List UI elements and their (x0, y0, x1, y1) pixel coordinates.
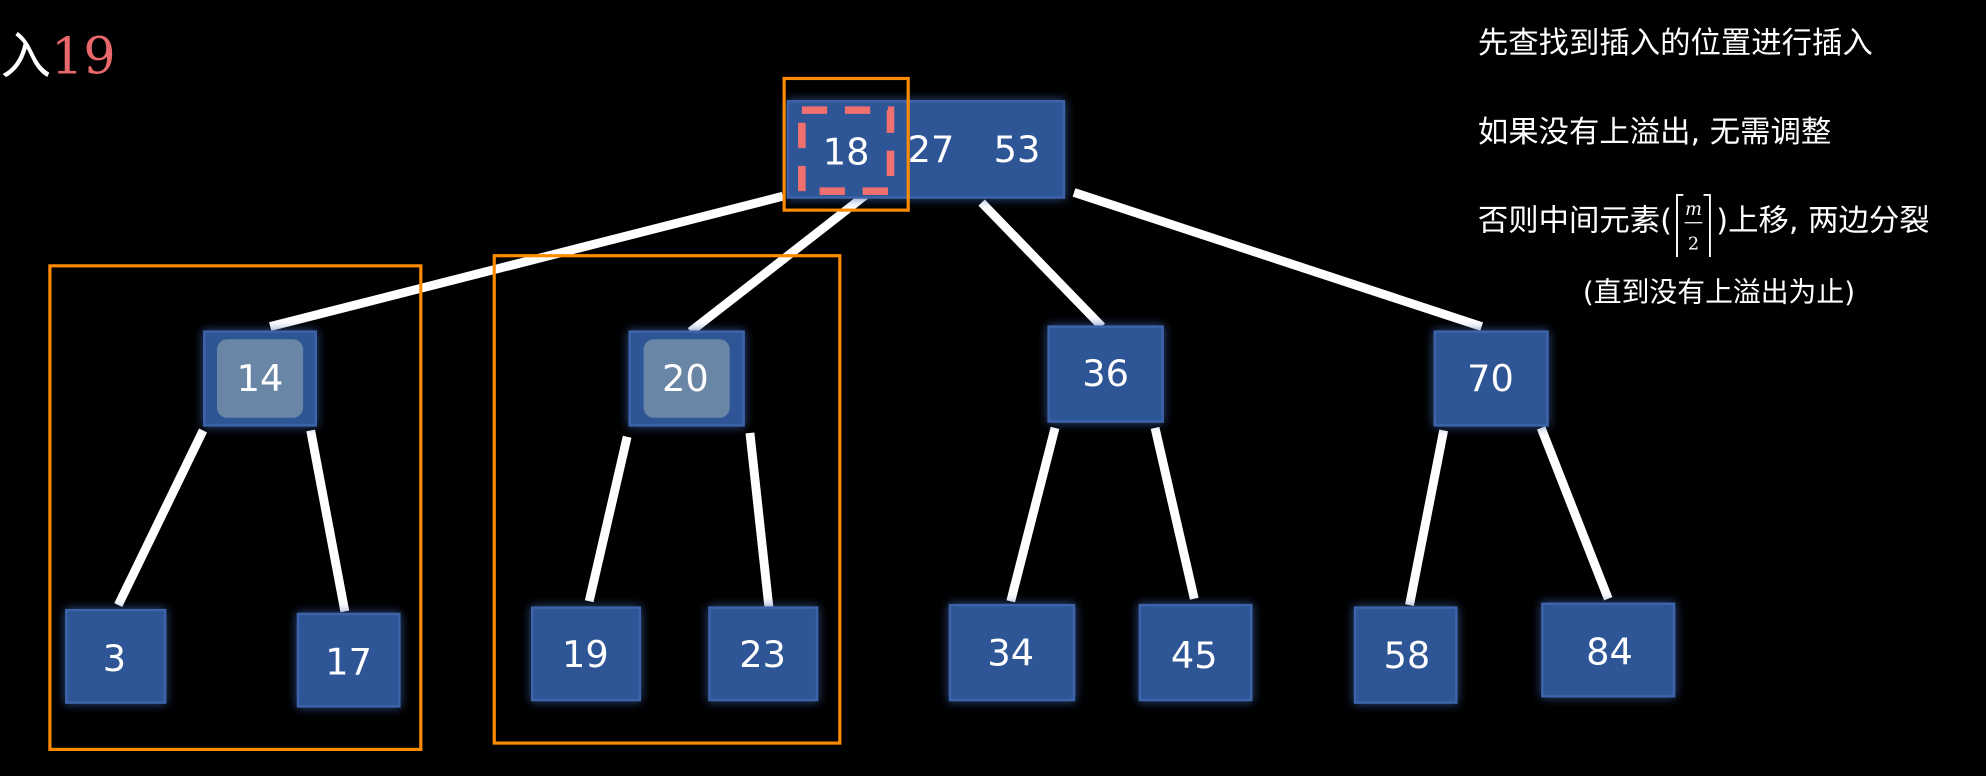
root-key: 53 (994, 128, 1041, 171)
edge (1537, 426, 1613, 601)
leaf-key: 34 (987, 632, 1034, 675)
ceil-brackets (1676, 194, 1711, 257)
root-key: 27 (908, 128, 955, 171)
fraction-denominator: 2 (1688, 234, 1699, 254)
edge (1006, 426, 1060, 603)
highlight-box-root (782, 76, 910, 212)
leaf-key: 58 (1384, 634, 1431, 677)
leaf-key: 17 (325, 641, 372, 684)
leaf-key: 45 (1171, 634, 1218, 677)
title-prefix: 入 (1, 26, 52, 85)
edge (978, 199, 1106, 330)
edge (114, 428, 208, 608)
node-key: 36 (1082, 352, 1129, 395)
note-line: )上移, 两边分裂 (1716, 203, 1929, 238)
leaf-key: 23 (739, 633, 786, 676)
edge (1072, 188, 1484, 331)
highlight-box-left (48, 264, 423, 751)
edge (1405, 429, 1449, 606)
level1-nodes: 14 20 36 70 (203, 325, 1549, 427)
edge (1150, 426, 1199, 600)
notes: 先查找到插入的位置进行插入 如果没有上溢出, 无需调整 否则中间元素( m 2 … (1478, 26, 1930, 308)
note-line: 先查找到插入的位置进行插入 (1478, 26, 1873, 61)
edge (306, 429, 350, 613)
root-node: 18 27 53 (786, 100, 1066, 199)
node-key: 14 (237, 357, 284, 400)
leaf-key: 84 (1586, 630, 1633, 673)
edge (745, 432, 774, 609)
leaf-nodes: 3 17 19 23 34 45 58 84 (65, 602, 1676, 708)
note-line: (直到没有上溢出为止) (1583, 275, 1855, 308)
inserted-value: 19 (51, 26, 115, 85)
ceil-fraction: m 2 (1676, 194, 1711, 257)
leaf-key: 19 (562, 633, 609, 676)
edge (269, 191, 784, 331)
highlight-box-middle (492, 254, 842, 745)
edge (687, 180, 884, 336)
note-line: 如果没有上溢出, 无需调整 (1478, 115, 1831, 150)
edges (114, 180, 1613, 613)
node-key: 20 (662, 357, 709, 400)
note-line: 否则中间元素( (1478, 203, 1672, 238)
edge (584, 435, 632, 603)
fraction-numerator: m (1685, 200, 1702, 220)
dashed-highlight (798, 106, 895, 195)
leaf-key: 3 (103, 637, 126, 680)
title: 入19 (1, 26, 116, 85)
node-key: 70 (1467, 357, 1514, 400)
root-key: 18 (823, 130, 870, 173)
